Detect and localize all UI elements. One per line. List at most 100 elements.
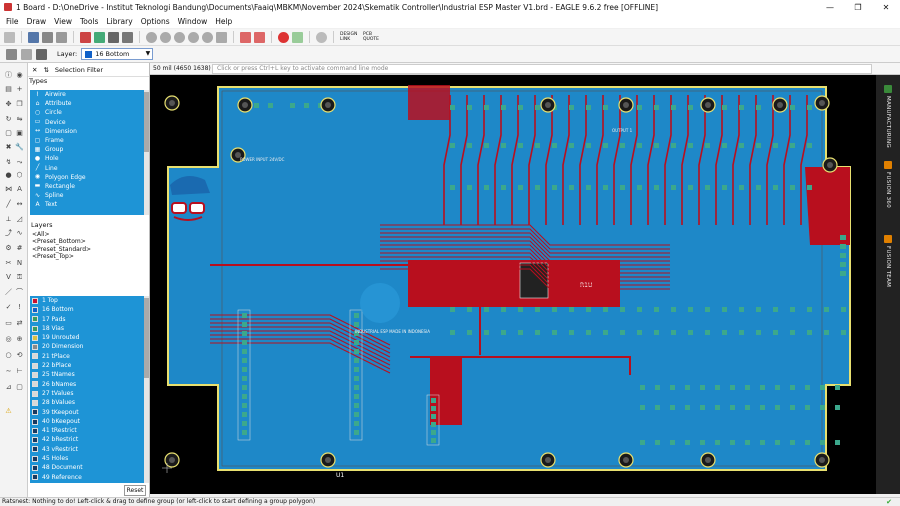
layer-item[interactable]: 39 tKeepout — [30, 408, 144, 417]
layer-item[interactable]: 41 tRestrict — [30, 426, 144, 435]
filter-icon[interactable] — [36, 48, 47, 60]
show-icon[interactable]: ◉ — [16, 71, 23, 79]
layer-settings-icon[interactable] — [21, 48, 32, 60]
maximize-button[interactable]: ❐ — [854, 2, 862, 12]
tab-manufacturing[interactable]: MANUFACTURING — [880, 85, 896, 148]
zoom-last-icon[interactable] — [202, 31, 213, 43]
preset-item[interactable]: <Preset_Bottom> — [32, 238, 86, 246]
layer-item[interactable]: 22 bPlace — [30, 361, 144, 370]
zoom-select-icon[interactable] — [188, 31, 199, 43]
print-icon[interactable] — [42, 31, 53, 43]
display-icon[interactable]: ▤ — [5, 85, 12, 93]
route-icon[interactable]: ↯ — [5, 158, 12, 166]
via-icon[interactable]: ● — [5, 171, 12, 179]
undo-icon[interactable] — [240, 31, 251, 43]
move-icon[interactable]: ✥ — [5, 100, 12, 108]
pcb-quote-button[interactable]: PCB QUOTE — [363, 32, 379, 42]
value-icon[interactable]: V — [6, 273, 11, 281]
layer-item[interactable]: 16 Bottom — [30, 305, 144, 314]
menu-tools[interactable]: Tools — [79, 16, 99, 26]
circle-tool-icon[interactable]: ○ — [5, 351, 12, 359]
change-icon[interactable]: 🔧 — [15, 143, 24, 151]
warning-icon[interactable]: ⚠ — [5, 407, 12, 415]
zoom-out-icon[interactable] — [174, 31, 185, 43]
menu-help[interactable]: Help — [215, 16, 233, 26]
menu-file[interactable]: File — [6, 16, 19, 26]
frame-tool-icon[interactable]: ▢ — [16, 383, 23, 391]
type-item[interactable]: ⌂Attribute — [35, 99, 72, 108]
layers-scrollbar[interactable] — [144, 296, 149, 483]
rotate-icon[interactable]: ↻ — [5, 115, 12, 123]
info-icon[interactable]: ⓘ — [5, 71, 12, 79]
meander-icon[interactable]: ∿ — [16, 229, 23, 237]
preset-item[interactable]: <All> — [32, 231, 50, 238]
copy-icon[interactable]: ❐ — [16, 100, 23, 108]
menu-library[interactable]: Library — [106, 16, 133, 26]
types-scrollbar[interactable] — [144, 90, 149, 215]
pin-swap-icon[interactable]: ⇄ — [16, 319, 23, 327]
layer-item[interactable]: 45 Holes — [30, 454, 144, 463]
smash-icon[interactable]: ✂ — [5, 259, 12, 267]
layer-item[interactable]: 40 bKeepout — [30, 417, 144, 426]
layer-item[interactable]: 48 Document — [30, 463, 144, 472]
type-item[interactable]: ○Circle — [34, 108, 62, 117]
polygon-icon[interactable]: ⬡ — [16, 171, 23, 179]
layer-item[interactable]: 25 tNames — [30, 370, 144, 379]
preset-item[interactable]: <Preset_Standard> — [32, 245, 92, 253]
script-icon[interactable] — [108, 31, 119, 43]
autorouter-icon[interactable]: ⚙ — [5, 244, 12, 252]
spline-tool-icon[interactable]: ∼ — [5, 367, 12, 375]
layer-item[interactable]: 27 tValues — [30, 389, 144, 398]
minimize-button[interactable]: — — [826, 2, 834, 12]
tag-icon[interactable]: ⊿ — [5, 383, 12, 391]
ulp-icon[interactable] — [122, 31, 133, 43]
redo-icon[interactable] — [254, 31, 265, 43]
dimension-tool-icon[interactable]: ↔ — [16, 200, 23, 208]
ratsnest-icon[interactable]: ⋈ — [5, 185, 12, 193]
layer-item[interactable]: 43 vRestrict — [30, 445, 144, 454]
layer-item[interactable]: 21 tPlace — [30, 352, 144, 361]
menu-draw[interactable]: Draw — [26, 16, 47, 26]
name-icon[interactable]: N — [16, 259, 23, 267]
menu-options[interactable]: Options — [140, 16, 170, 26]
preset-item[interactable]: <Preset_Top> — [32, 252, 74, 260]
type-item[interactable]: ╱Line — [35, 164, 58, 172]
type-item[interactable]: ↔Dimension — [34, 127, 77, 135]
zoom-in-icon[interactable] — [160, 31, 171, 43]
mirror-icon[interactable]: ⇋ — [16, 115, 23, 123]
sort-icon[interactable]: ⇅ — [43, 65, 49, 74]
layer-item[interactable]: 17 Pads — [30, 315, 144, 324]
go-icon[interactable] — [292, 31, 303, 43]
layer-item[interactable]: 51 tDocu — [30, 482, 144, 484]
stop-icon[interactable] — [278, 31, 289, 43]
menu-view[interactable]: View — [54, 16, 72, 26]
layer-item[interactable]: 19 Unrouted — [30, 333, 144, 342]
layer-item[interactable]: 28 bValues — [30, 398, 144, 407]
mark-icon[interactable]: + — [16, 85, 23, 93]
layer-select[interactable]: 16 Bottom ▼ — [81, 48, 154, 60]
close-button[interactable]: ✕ — [882, 2, 890, 12]
open-icon[interactable] — [4, 31, 15, 43]
zoom-fit-icon[interactable] — [146, 31, 157, 43]
optimize-icon[interactable]: ⤴ — [5, 229, 12, 237]
layer-item[interactable]: 49 Reference — [30, 473, 144, 482]
paste-icon[interactable]: ▣ — [16, 129, 23, 137]
text-tool-icon[interactable]: A — [17, 185, 22, 193]
line-tool-icon[interactable]: ／ — [5, 288, 12, 296]
redraw-icon[interactable] — [216, 31, 227, 43]
layer-item[interactable]: 20 Dimension — [30, 342, 144, 351]
attribute-tool-icon[interactable]: # — [16, 244, 23, 252]
measure-icon[interactable]: ⊢ — [16, 367, 23, 375]
command-input[interactable]: Click or press Ctrl+L key to activate co… — [212, 63, 872, 74]
design-link-button[interactable]: DESIGN LINK — [340, 32, 358, 42]
layer-item[interactable]: 1 Top — [30, 296, 144, 305]
delete-icon[interactable]: ✖ — [5, 143, 12, 151]
board-canvas[interactable]: R1U INDUSTRIAL ESP MADE IN INDONESIA U1 … — [150, 75, 876, 494]
add-icon[interactable]: ⊕ — [16, 335, 23, 343]
save-icon[interactable] — [28, 31, 39, 43]
split-icon[interactable]: ⟂ — [6, 215, 11, 223]
drc-icon[interactable]: ✓ — [5, 303, 12, 311]
board-icon[interactable] — [94, 31, 105, 43]
type-item[interactable]: ●Hole — [34, 154, 59, 163]
type-item[interactable]: ▦Group — [34, 145, 64, 154]
